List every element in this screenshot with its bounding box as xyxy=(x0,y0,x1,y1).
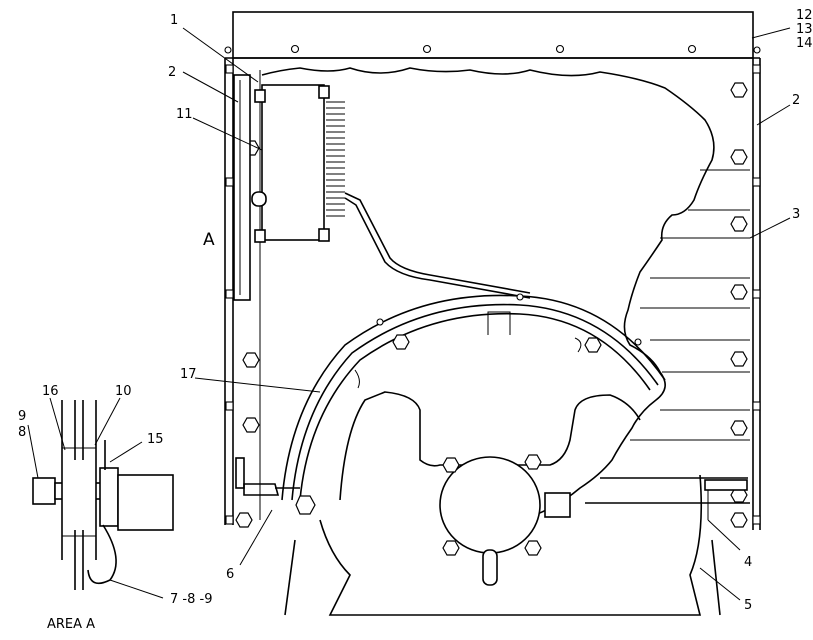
callout-labels: 1 2 11 12 13 14 2 3 4 5 6 17 7 -8 -9 9 8… xyxy=(18,8,813,632)
callout-6: 6 xyxy=(226,567,234,582)
callout-1: 1 xyxy=(170,13,178,28)
callout-16: 16 xyxy=(42,384,59,399)
top-cover-plate xyxy=(224,11,761,59)
callout-15: 15 xyxy=(147,432,164,447)
left-side-bracket xyxy=(233,74,251,301)
detail-area-a xyxy=(32,400,174,590)
callout-3: 3 xyxy=(792,207,800,222)
leader-lines xyxy=(27,27,791,601)
callout-7-8-9: 7 -8 -9 xyxy=(170,592,212,607)
callout-17: 17 xyxy=(180,367,197,382)
callout-13: 13 xyxy=(796,22,813,37)
detail-caption: AREA A xyxy=(47,617,95,632)
right-lower-bracket xyxy=(704,479,748,520)
callout-8: 8 xyxy=(18,425,26,440)
oil-line xyxy=(344,192,531,299)
callout-12: 12 xyxy=(796,8,813,23)
callout-2-left: 2 xyxy=(168,65,176,80)
callout-10: 10 xyxy=(115,384,132,399)
cutaway-section xyxy=(261,67,750,521)
callout-9: 9 xyxy=(18,409,26,424)
flywheel-guard xyxy=(281,293,666,515)
callout-2-right: 2 xyxy=(792,93,800,108)
callout-5: 5 xyxy=(744,598,752,613)
flywheel-hub xyxy=(284,391,721,616)
housing xyxy=(224,58,761,530)
callout-11: 11 xyxy=(176,107,193,122)
control-module xyxy=(251,84,345,243)
callout-14: 14 xyxy=(796,36,813,51)
lower-bracket xyxy=(235,457,300,496)
view-marker: A xyxy=(203,230,215,250)
callout-4: 4 xyxy=(744,555,752,570)
